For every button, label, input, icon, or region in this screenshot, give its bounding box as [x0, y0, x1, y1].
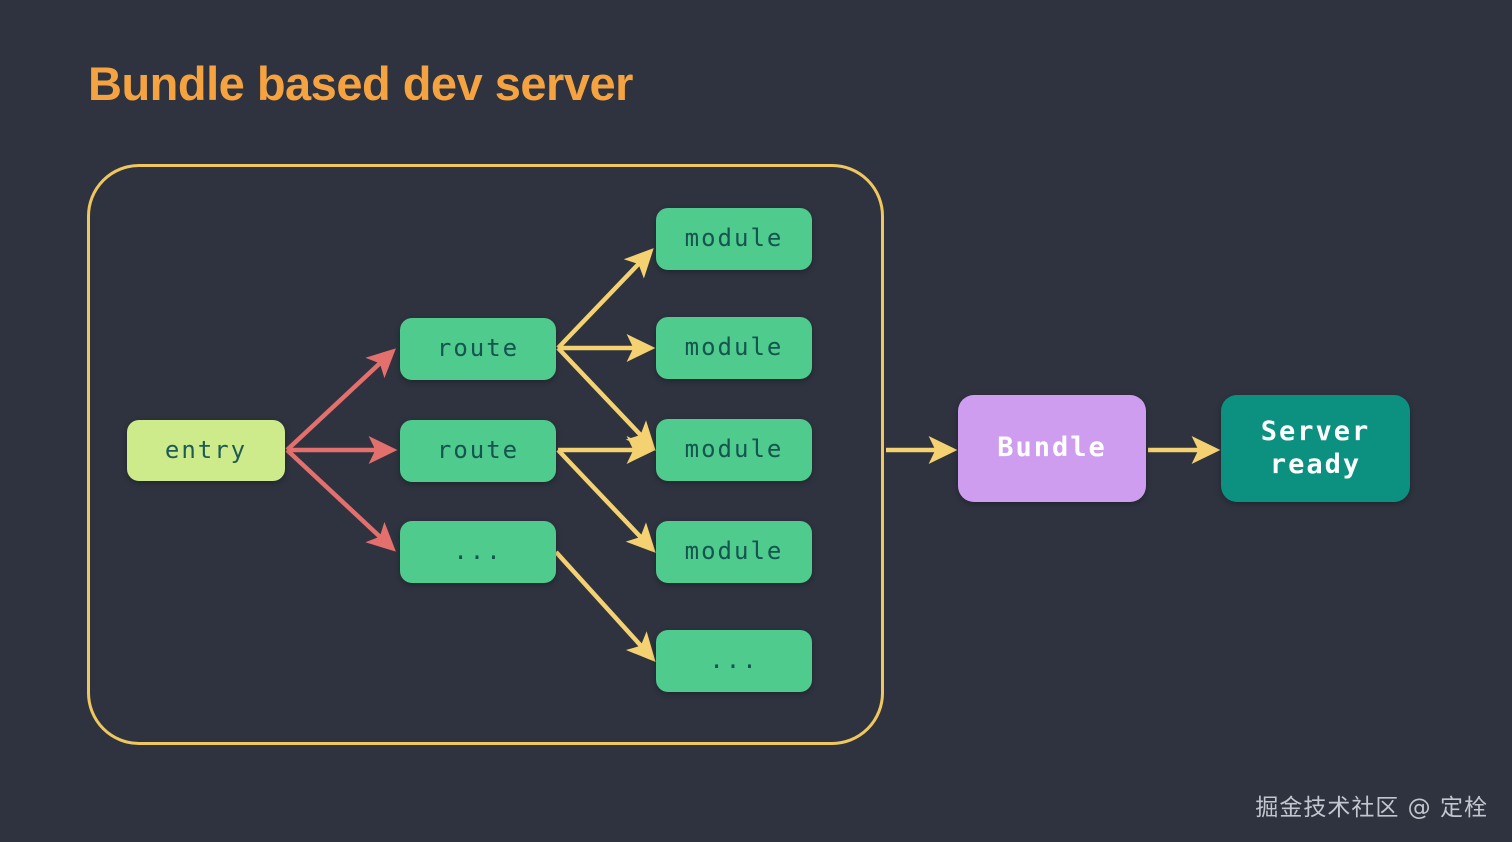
node-module-2[interactable]: module [656, 317, 812, 379]
node-entry[interactable]: entry [127, 420, 285, 481]
node-module-3[interactable]: module [656, 419, 812, 481]
node-route-2[interactable]: route [400, 420, 556, 482]
watermark: 掘金技术社区 @ 定栓 [1255, 795, 1488, 821]
node-module-4[interactable]: module [656, 521, 812, 583]
node-server-ready[interactable]: Server ready [1221, 395, 1410, 502]
node-bundle[interactable]: Bundle [958, 395, 1146, 502]
node-route-1[interactable]: route [400, 318, 556, 380]
node-module-1[interactable]: module [656, 208, 812, 270]
page-title: Bundle based dev server [88, 57, 633, 110]
node-route-3[interactable]: ... [400, 521, 556, 583]
node-module-5[interactable]: ... [656, 630, 812, 692]
bundle-scope-container [87, 164, 884, 745]
